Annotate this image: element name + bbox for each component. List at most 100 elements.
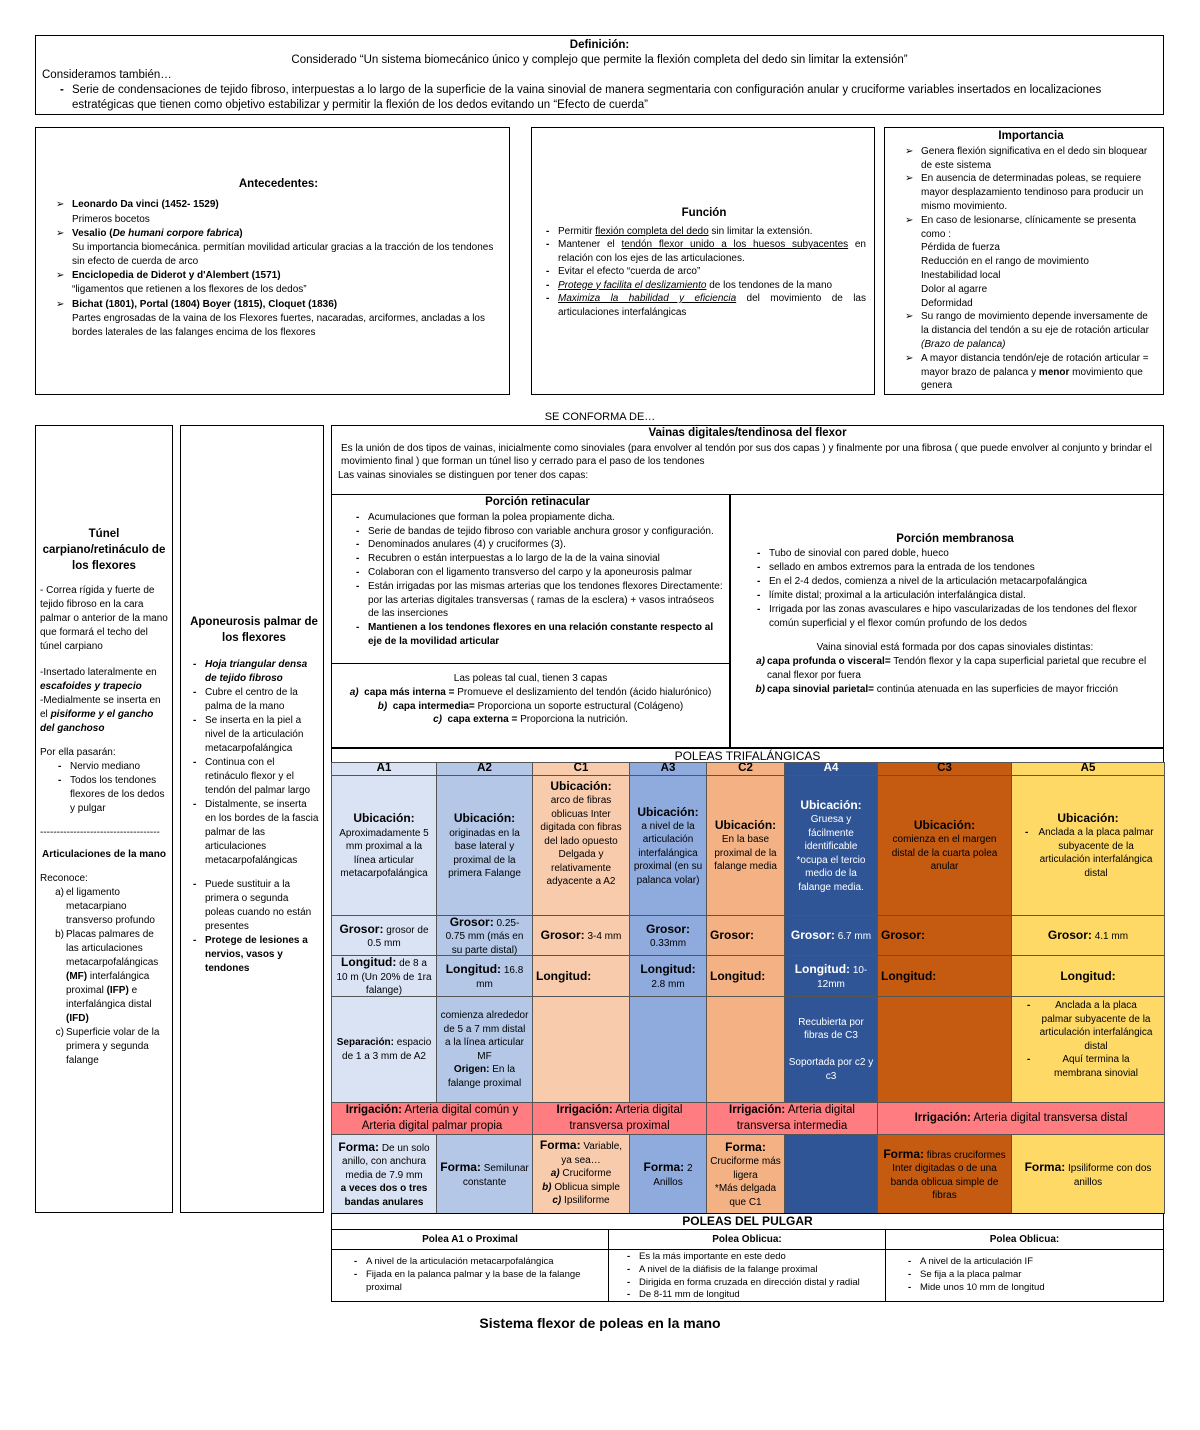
- polea-grosor: Grosor:: [877, 915, 1012, 956]
- antecedente-item: Leonardo Da vinci (1452- 1529)Primeros b…: [56, 198, 501, 226]
- retinacular-item: Mantienen a los tendones flexores en una…: [352, 621, 723, 649]
- polea-extra: Anclada a la placa palmar subyacente de …: [1011, 996, 1165, 1103]
- membranosa-box: Porción membranosa Tubo de sinovial con …: [730, 494, 1164, 748]
- capas-box: Las poleas tal cual, tienen 3 capas a) c…: [331, 663, 730, 748]
- membranosa-item: Irrigada por las zonas avasculares e hip…: [753, 603, 1157, 631]
- polea-forma: Forma: Semilunar constante: [436, 1134, 533, 1214]
- reconoce-item: a)el ligamento metacarpiano transverso p…: [55, 887, 155, 927]
- polea-longitud: Longitud:: [532, 955, 630, 997]
- vaina-item: a)capa profunda o visceral= Tendón flexo…: [756, 656, 1147, 682]
- tunel-separator: ------------------------------------: [40, 827, 160, 839]
- funcion-title: Función: [681, 207, 727, 219]
- retinacular-item: Denominados anulares (4) y cruciformes (…: [352, 538, 723, 552]
- polea-header: C3: [877, 762, 1012, 776]
- retinacular-item: Recubren o están interpuestas a lo largo…: [352, 552, 723, 566]
- polea-header: A4: [784, 762, 878, 776]
- retinacular-item: Serie de bandas de tejido fibroso con va…: [352, 525, 723, 539]
- importancia-item: En caso de lesionarse, clínicamente se p…: [905, 214, 1157, 311]
- polea-extra: [877, 996, 1012, 1103]
- polea-ubicacion: Ubicación:Anclada a la placa palmar suby…: [1011, 775, 1165, 916]
- pulgar-item: Se fija a la placa palmar: [904, 1269, 1159, 1282]
- polea-header: A5: [1011, 762, 1165, 776]
- retinacular-title: Porción retinacular: [485, 496, 590, 508]
- tunel-p1: - Correa rígida y fuerte de tejido fibro…: [40, 585, 168, 653]
- pulgar-title: POLEAS DEL PULGAR: [332, 1214, 1163, 1230]
- antecedentes-box: Antecedentes: Leonardo Da vinci (1452- 1…: [35, 127, 510, 395]
- antecedente-item: Enciclopedia de Diderot y d'Alembert (15…: [56, 269, 501, 297]
- antecedente-item: Bichat (1801), Portal (1804) Boyer (1815…: [56, 298, 501, 341]
- vainas-p1: Es la unión de dos tipos de vainas, inic…: [341, 442, 1153, 468]
- funcion-item: Mantener el tendón flexor unido a los hu…: [542, 238, 866, 265]
- funcion-item: Protege y facilita el deslizamiento de l…: [542, 279, 866, 293]
- polea-grosor: Grosor: 0.33mm: [629, 915, 707, 956]
- aponeurosis-item: Hoja triangular densa de tejido fibroso: [189, 658, 319, 686]
- pulgar-item: Mide unos 10 mm de longitud: [904, 1282, 1159, 1295]
- polea-grosor: Grosor: 4.1 mm: [1011, 915, 1165, 956]
- polea-grosor: Grosor: 0.25-0.75 mm (más en su parte di…: [436, 915, 533, 956]
- pulgar-col-header: Polea A1 o Proximal: [332, 1230, 608, 1250]
- tunel-box: Túnel carpiano/retináculo de los flexore…: [35, 425, 173, 1213]
- pulgar-item: Fijada en la palanca palmar y la base de…: [350, 1269, 604, 1295]
- polea-forma: Forma: fibras cruciformes Inter digitada…: [877, 1134, 1012, 1214]
- definicion-also: Consideramos también…: [42, 68, 172, 81]
- polea-longitud: Longitud:: [1011, 955, 1165, 997]
- funcion-item: Permitir flexión completa del dedo sin l…: [542, 225, 866, 239]
- polea-forma: Forma:Cruciforme más ligera*Más delgada …: [706, 1134, 785, 1214]
- articulaciones-title: Articulaciones de la mano: [42, 849, 166, 861]
- capas-label: Las poleas tal cual, tienen 3 capas: [453, 673, 608, 684]
- membranosa-item: Tubo de sinovial con pared doble, hueco: [753, 547, 1157, 561]
- polea-extra: [706, 996, 785, 1103]
- polea-extra: Separación: espacio de 1 a 3 mm de A2: [331, 996, 437, 1103]
- polea-longitud: Longitud: 10-12mm: [784, 955, 878, 997]
- polea-ubicacion: Ubicación:Gruesa y fácilmente identifica…: [784, 775, 878, 916]
- polea-grosor: Grosor: grosor de 0.5 mm: [331, 915, 437, 956]
- polea-irrigacion: Irrigación: Arteria digital transversa d…: [877, 1102, 1165, 1135]
- membranosa-item: sellado en ambos extremos para la entrad…: [753, 561, 1157, 575]
- funcion-item: Maximiza la habilidad y eficiencia del m…: [542, 292, 866, 319]
- tunel-title: Túnel carpiano/retináculo de los flexore…: [42, 528, 166, 573]
- polea-longitud: Longitud:: [877, 955, 1012, 997]
- aponeurosis-box: Aponeurosis palmar de los flexores Hoja …: [180, 425, 324, 1213]
- importancia-item: A mayor distancia tendón/eje de rotación…: [905, 352, 1157, 393]
- aponeurosis-item: Protege de lesiones a nervios, vasos y t…: [189, 934, 319, 976]
- importancia-item: Genera flexión significativa en el dedo …: [905, 145, 1157, 173]
- importancia-item: Su rango de movimiento depende inversame…: [905, 310, 1157, 351]
- vaina-item: b)capa sinovial parietal= continúa atenu…: [755, 684, 1119, 696]
- tunel-pas-item: Nervio mediano: [54, 760, 168, 774]
- polea-forma: [784, 1134, 878, 1214]
- polea-header: C1: [532, 762, 630, 776]
- polea-ubicacion: Ubicación:a nivel de la articulación int…: [629, 775, 707, 916]
- vainas-title: Vainas digitales/tendinosa del flexor: [648, 427, 847, 439]
- aponeurosis-item: Cubre el centro de la palma de la mano: [189, 686, 319, 714]
- membranosa-item: En el 2-4 dedos, comienza a nivel de la …: [753, 575, 1157, 589]
- tunel-p2: -Insertado lateralmente en escafoides y …: [40, 667, 157, 693]
- footer-title: Sistema flexor de poleas en la mano: [479, 1315, 721, 1331]
- pulgar-col-header: Polea Oblicua:: [609, 1230, 885, 1250]
- polea-ubicacion: Ubicación:comienza en el margen distal d…: [877, 775, 1012, 916]
- polea-longitud: Longitud: 16.8 mm: [436, 955, 533, 997]
- definicion-title: Definición:: [569, 39, 630, 51]
- capa-item: c) capa externa = Proporciona la nutrici…: [433, 714, 628, 726]
- definicion-item: Serie de condensaciones de tejido fibros…: [56, 83, 1157, 113]
- polea-header: A2: [436, 762, 533, 776]
- tunel-p3: -Medialmente se inserta en el pisiforme …: [40, 695, 161, 735]
- tunel-pas-item: Todos los tendones flexores de los dedos…: [54, 774, 168, 816]
- vainas-p2: Las vainas sinoviales se distinguen por …: [338, 469, 589, 481]
- polea-forma: Forma: De un solo anillo, con anchura me…: [331, 1134, 437, 1214]
- funcion-box: Función Permitir flexión completa del de…: [531, 127, 875, 395]
- capa-item: a) capa más interna = Promueve el desliz…: [349, 686, 712, 698]
- polea-irrigacion: Irrigación: Arteria digital común y Arte…: [331, 1102, 533, 1135]
- aponeurosis-item: Se inserta en la piel a nivel de la arti…: [189, 714, 319, 756]
- poleas-title-bar: POLEAS TRIFALÁNGICAS: [331, 748, 1164, 763]
- polea-irrigacion: Irrigación: Arteria digital transversa p…: [532, 1102, 707, 1135]
- polea-forma: Forma: Ipsiliforme con dos anillos: [1011, 1134, 1165, 1214]
- pulgar-item: A nivel de la articulación metacarpofalá…: [350, 1256, 604, 1269]
- importancia-title: Importancia: [998, 130, 1064, 142]
- polea-header: C2: [706, 762, 785, 776]
- conforma-label: SE CONFORMA DE…: [544, 411, 656, 423]
- antecedentes-title: Antecedentes:: [238, 178, 319, 190]
- reconoce-item: c)Superficie volar de la primera y segun…: [55, 1027, 160, 1067]
- polea-header: A3: [629, 762, 707, 776]
